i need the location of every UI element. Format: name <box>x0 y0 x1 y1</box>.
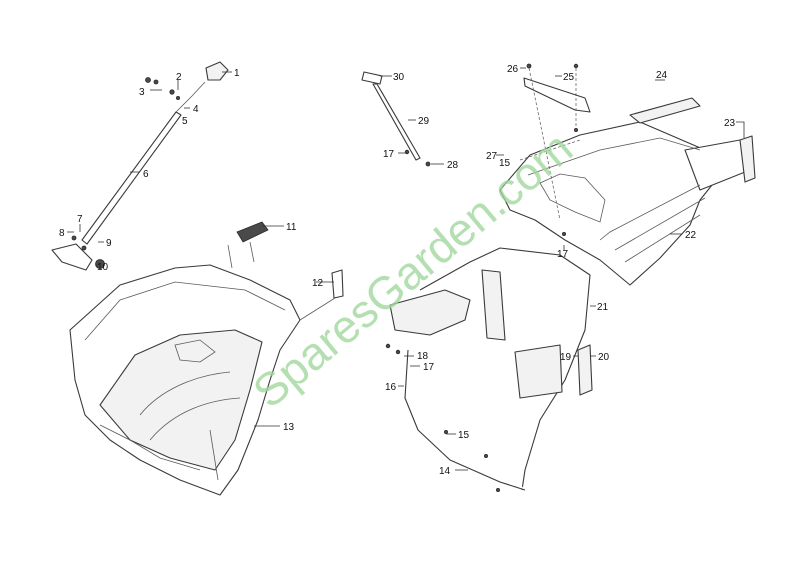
callout-labels: 1 2 3 4 5 6 7 8 9 10 11 12 13 14 15 15 1… <box>59 64 736 477</box>
callout-17-cover: 17 <box>557 249 569 260</box>
rod-assembly <box>361 71 431 167</box>
callout-9: 9 <box>106 238 112 249</box>
grass-bag-frame <box>69 264 301 496</box>
callout-8: 8 <box>59 228 65 239</box>
callout-1: 1 <box>234 68 240 79</box>
callout-12: 12 <box>312 278 324 289</box>
callout-4: 4 <box>193 104 199 115</box>
callout-21: 21 <box>597 302 609 313</box>
handle-assembly <box>51 61 229 271</box>
callout-15-top: 15 <box>499 158 511 169</box>
callout-2: 2 <box>176 72 182 83</box>
callout-10: 10 <box>97 262 109 273</box>
callout-20: 20 <box>598 352 610 363</box>
leader-lines <box>67 67 745 471</box>
callout-30: 30 <box>393 72 405 83</box>
callout-14: 14 <box>439 466 451 477</box>
callout-27: 27 <box>486 151 498 162</box>
callout-25: 25 <box>563 72 575 83</box>
callout-7: 7 <box>77 214 83 225</box>
callout-3: 3 <box>139 87 145 98</box>
callout-13: 13 <box>283 422 295 433</box>
callout-15-bottom: 15 <box>458 430 470 441</box>
part-12-strip <box>299 269 344 321</box>
callout-11: 11 <box>286 222 297 233</box>
rear-cover <box>499 97 756 286</box>
basket-frame <box>385 247 593 492</box>
part-25-bracket <box>519 63 591 236</box>
callout-17-rod: 17 <box>383 149 395 160</box>
callout-28: 28 <box>447 160 459 171</box>
callout-6: 6 <box>143 169 149 180</box>
callout-23: 23 <box>724 118 736 129</box>
callout-26: 26 <box>507 64 519 75</box>
callout-17-frame: 17 <box>423 362 435 373</box>
callout-24: 24 <box>656 70 668 81</box>
callout-5: 5 <box>182 116 188 127</box>
callout-16: 16 <box>385 382 397 393</box>
callout-22: 22 <box>685 230 697 241</box>
callout-19: 19 <box>560 352 572 363</box>
callout-29: 29 <box>418 116 430 127</box>
part-11-grip <box>227 221 269 269</box>
callout-18: 18 <box>417 351 429 362</box>
